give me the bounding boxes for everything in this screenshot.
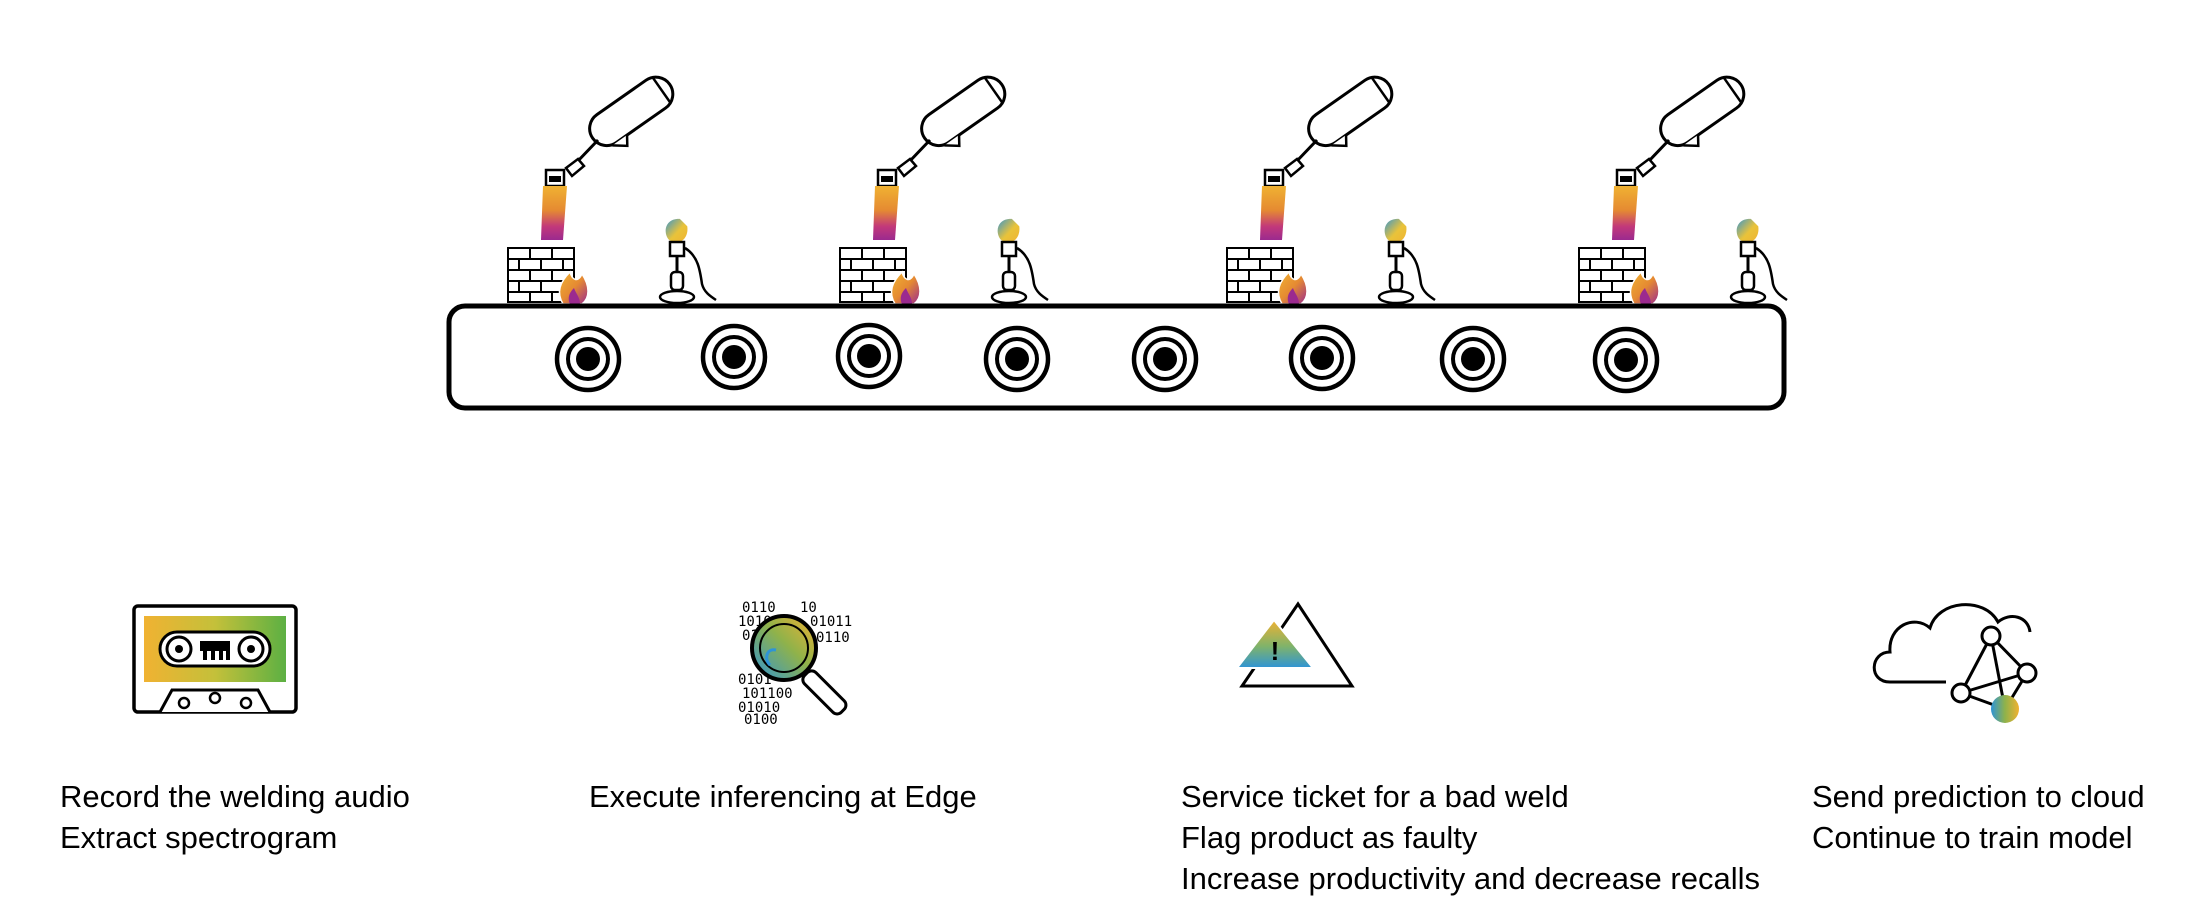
caption-line: Extract spectrogram — [60, 820, 338, 855]
svg-text:0101: 0101 — [738, 672, 772, 688]
welding-station — [1577, 68, 1789, 306]
step-caption-inference: Execute inferencing at Edge — [589, 776, 977, 817]
cloud-network-icon — [1872, 603, 2038, 723]
svg-text:101100: 101100 — [742, 686, 793, 702]
svg-text:0100: 0100 — [744, 712, 778, 728]
welding-station — [506, 68, 718, 306]
caption-line: Increase productivity and decrease recal… — [1181, 861, 1760, 896]
magnifier-binary-icon: 0110 10 10100 01011 0101 0110 0101 10110… — [738, 600, 852, 728]
caption-line: Record the welding audio — [60, 779, 410, 814]
step-caption-service: Service ticket for a bad weld Flag produ… — [1181, 776, 1760, 899]
svg-text:!: ! — [1271, 636, 1280, 666]
step-caption-cloud: Send prediction to cloud Continue to tra… — [1812, 776, 2145, 858]
caption-line: Flag product as faulty — [1181, 820, 1478, 855]
cassette-tape-icon — [132, 604, 298, 714]
svg-text:0110: 0110 — [742, 600, 776, 616]
svg-text:01010: 01010 — [738, 700, 780, 716]
conveyor-belt — [446, 303, 1787, 411]
welding-station — [838, 68, 1050, 306]
svg-text:10: 10 — [800, 600, 817, 616]
caption-line: Send prediction to cloud — [1812, 779, 2145, 814]
warning-triangle-icon: ! — [1234, 601, 1355, 688]
svg-text:01011: 01011 — [810, 614, 852, 630]
step-caption-record: Record the welding audio Extract spectro… — [60, 776, 410, 858]
caption-line: Service ticket for a bad weld — [1181, 779, 1569, 814]
welding-station — [1225, 68, 1437, 306]
caption-line: Execute inferencing at Edge — [589, 779, 977, 814]
caption-line: Continue to train model — [1812, 820, 2133, 855]
svg-text:0110: 0110 — [816, 630, 850, 646]
